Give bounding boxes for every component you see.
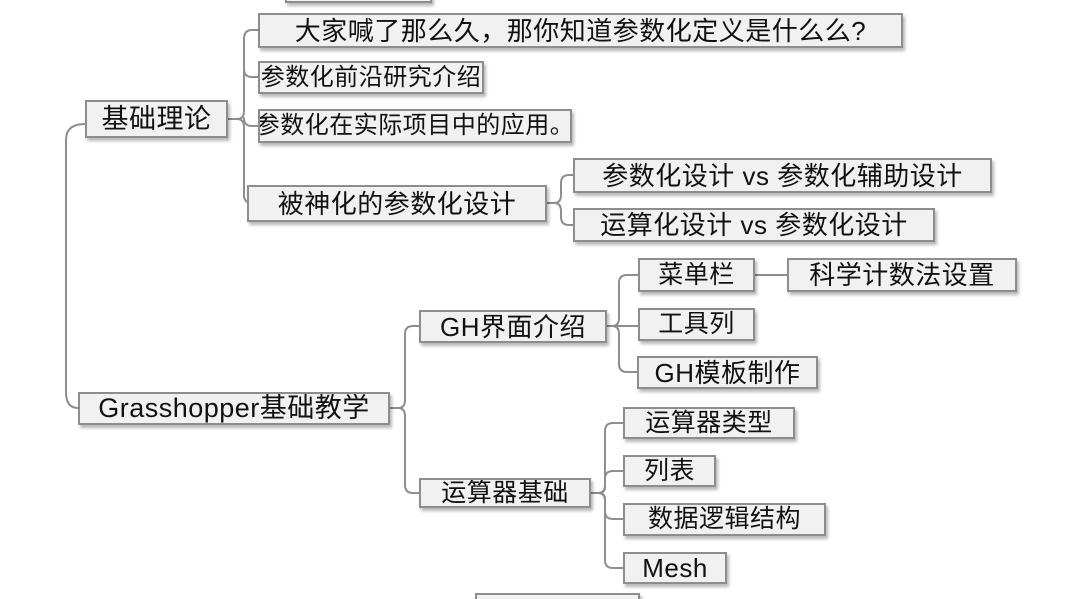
mindmap-node-gh-interface[interactable]: GH界面介绍 [419, 310, 607, 343]
connector-path [397, 325, 420, 409]
mindmap-node-practical-application[interactable]: 参数化在实际项目中的应用。 [258, 109, 572, 143]
mindmap-node-gh-teaching[interactable]: Grasshopper基础教学 [78, 392, 390, 425]
mindmap-node-component-basics[interactable]: 运算器基础 [419, 478, 591, 508]
mindmap-node-base-theory[interactable]: 基础理论 [85, 100, 228, 138]
mindmap-node-deified-parametric[interactable]: 被神化的参数化设计 [247, 185, 547, 222]
connector-path [397, 407, 420, 494]
mindmap-node-clipped-node-top[interactable] [285, 0, 432, 3]
connector-path [611, 274, 639, 327]
mindmap-node-menu-bar[interactable]: 菜单栏 [638, 258, 755, 292]
connector-path [243, 117, 259, 127]
mindmap-node-component-types[interactable]: 运算器类型 [623, 407, 795, 439]
mindmap-node-frontier-research[interactable]: 参数化前沿研究介绍 [258, 61, 484, 94]
mindmap-node-list[interactable]: 列表 [623, 455, 716, 487]
connector-path [597, 470, 624, 494]
connector-path [243, 68, 259, 78]
connector-path [553, 202, 574, 226]
mindmap-node-scientific-notation[interactable]: 科学计数法设置 [787, 258, 1017, 292]
connector-path [597, 492, 624, 569]
mindmap-node-gh-template[interactable]: GH模板制作 [637, 356, 818, 389]
mindmap-node-toolbar[interactable]: 工具列 [638, 308, 755, 341]
connector-path [597, 422, 624, 494]
connector-path [611, 325, 638, 373]
mindmap-node-vs-computational[interactable]: 运算化设计 vs 参数化设计 [573, 208, 935, 242]
mindmap-node-data-structure[interactable]: 数据逻辑结构 [623, 503, 826, 536]
connector-path [236, 29, 259, 120]
connector-path [553, 174, 574, 204]
mindmap-node-mesh[interactable]: Mesh [623, 552, 727, 584]
mindmap-node-clipped-node-bottom[interactable] [475, 593, 640, 599]
connector-path [597, 492, 624, 520]
mindmap-node-q-definition[interactable]: 大家喊了那么久，那你知道参数化定义是什么么? [258, 13, 903, 48]
mindmap-node-vs-assisted[interactable]: 参数化设计 vs 参数化辅助设计 [573, 158, 992, 193]
connector-path [65, 123, 86, 409]
